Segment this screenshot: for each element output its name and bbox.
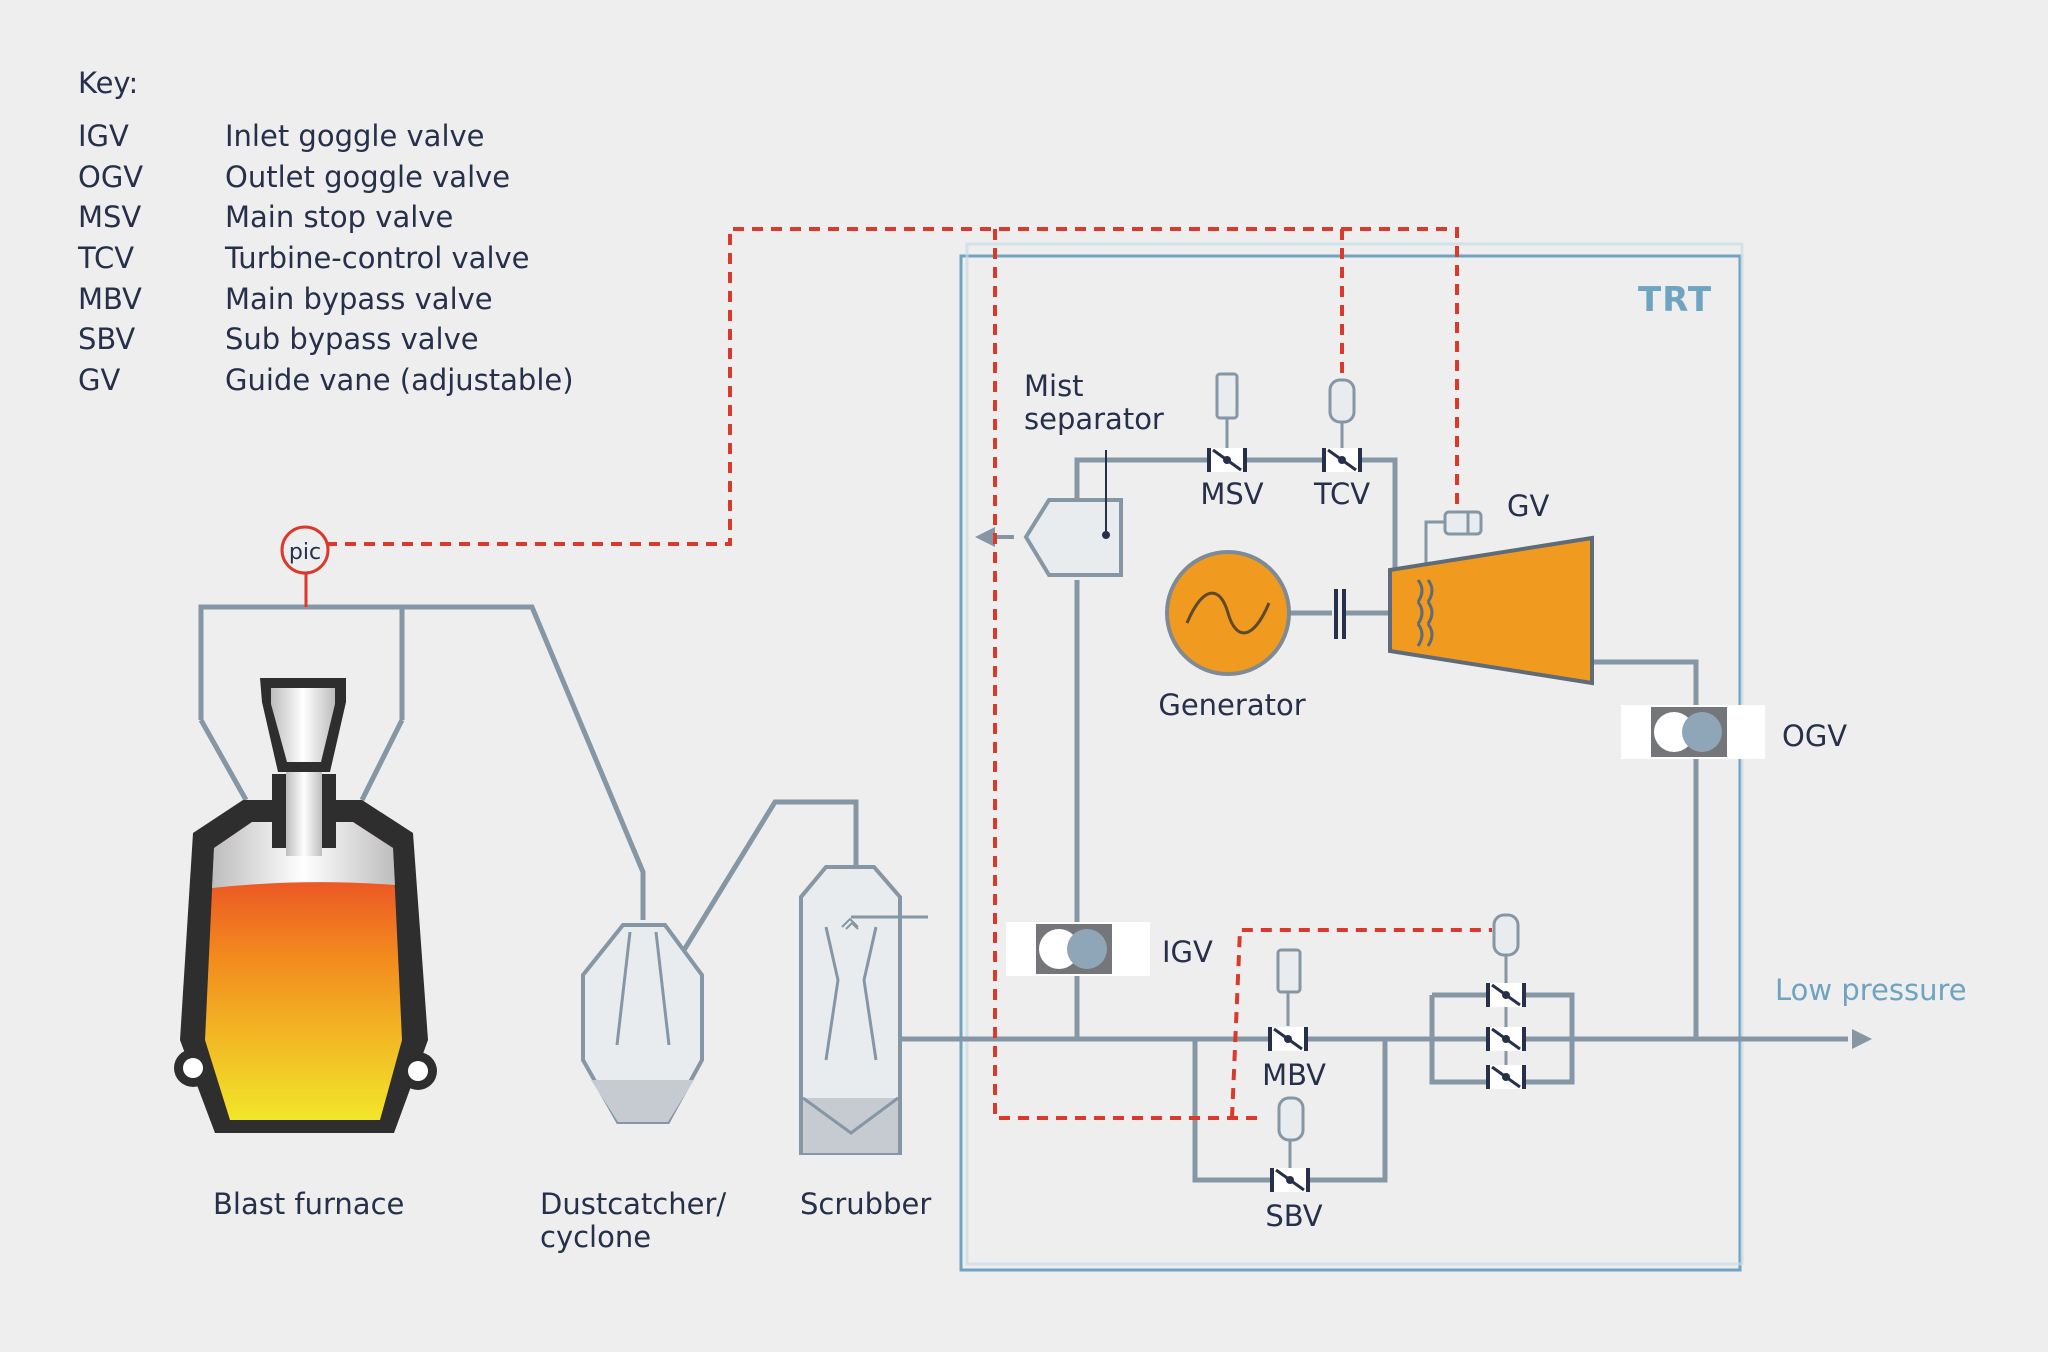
parallel-bypass-valves-icon bbox=[1486, 913, 1526, 1089]
generator-icon bbox=[1165, 550, 1291, 676]
trt-label: TRT bbox=[1638, 280, 1713, 320]
tcv-label: TCV bbox=[1313, 477, 1371, 511]
blast-furnace-icon bbox=[174, 678, 437, 1133]
pic-label: pic bbox=[289, 540, 321, 565]
key-desc-igv: Inlet goggle valve bbox=[225, 119, 485, 153]
key-abbr-msv: MSV bbox=[78, 200, 142, 234]
dustcatcher-label-line1: Dustcatcher/ bbox=[540, 1187, 727, 1221]
blast-furnace-label: Blast furnace bbox=[213, 1187, 405, 1221]
key-desc-tcv: Turbine-control valve bbox=[225, 241, 530, 275]
key-abbr-gv: GV bbox=[78, 363, 121, 397]
key-abbr-igv: IGV bbox=[78, 119, 129, 153]
generator-label: Generator bbox=[1158, 688, 1306, 722]
shaft-coupling-icon bbox=[1334, 589, 1346, 639]
sbv-valve-icon bbox=[1270, 1096, 1310, 1192]
dustcatcher-label-line2: cyclone bbox=[540, 1220, 652, 1254]
key-abbr-mbv: MBV bbox=[78, 282, 142, 316]
dustcatcher-cyclone-icon bbox=[581, 923, 704, 1124]
mbv-label: MBV bbox=[1262, 1058, 1326, 1092]
key-abbr-tcv: TCV bbox=[78, 241, 135, 275]
scrubber-icon bbox=[799, 865, 928, 1155]
msv-valve-icon bbox=[1207, 372, 1247, 472]
mist-separator-outlet-arrow bbox=[975, 527, 1014, 547]
gv-actuator-icon bbox=[1443, 510, 1483, 536]
turbine-icon bbox=[1388, 535, 1594, 686]
key-abbr-ogv: OGV bbox=[78, 160, 144, 194]
key-abbr-sbv: SBV bbox=[78, 322, 136, 356]
low-pressure-label: Low pressure bbox=[1775, 973, 1967, 1007]
ogv-label: OGV bbox=[1782, 719, 1848, 753]
pic-controller-icon: pic bbox=[280, 525, 330, 607]
key-desc-msv: Main stop valve bbox=[225, 200, 454, 234]
key-desc-ogv: Outlet goggle valve bbox=[225, 160, 511, 194]
gv-label: GV bbox=[1507, 489, 1550, 523]
msv-label: MSV bbox=[1200, 477, 1264, 511]
process-pipes bbox=[198, 457, 1848, 1183]
control-signal-lines bbox=[326, 227, 1492, 1120]
mist-separator-label-line1: Mist bbox=[1024, 369, 1084, 403]
mbv-valve-icon bbox=[1268, 948, 1308, 1051]
tcv-valve-icon bbox=[1322, 378, 1362, 472]
key-heading: Key: bbox=[78, 66, 139, 100]
sbv-label: SBV bbox=[1265, 1199, 1323, 1233]
key-desc-sbv: Sub bypass valve bbox=[225, 322, 479, 356]
scrubber-label: Scrubber bbox=[800, 1187, 932, 1221]
key-desc-gv: Guide vane (adjustable) bbox=[225, 363, 574, 397]
igv-goggle-valve-icon bbox=[1006, 922, 1150, 976]
key-desc-mbv: Main bypass valve bbox=[225, 282, 493, 316]
igv-label: IGV bbox=[1162, 935, 1213, 969]
ogv-goggle-valve-icon bbox=[1621, 705, 1765, 759]
mist-separator-label-line2: separator bbox=[1024, 402, 1164, 436]
mist-separator-icon bbox=[1023, 450, 1123, 577]
